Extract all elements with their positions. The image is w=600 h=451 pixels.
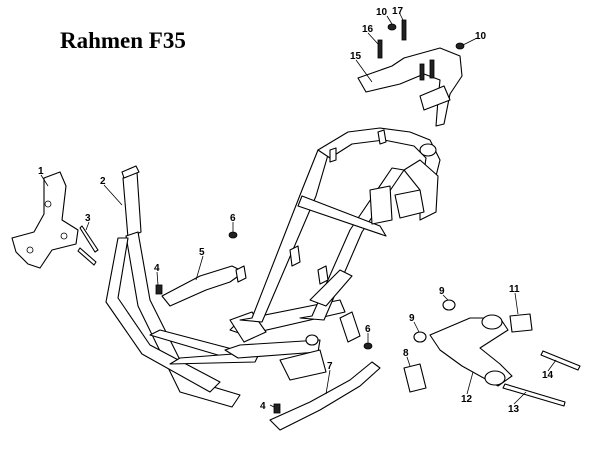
rear-carrier	[357, 47, 463, 127]
callout-6b: 6	[365, 324, 371, 335]
callout-10b: 10	[475, 31, 487, 42]
long-bolt-14	[540, 350, 581, 371]
callout-5: 5	[199, 247, 205, 258]
callout-9a: 9	[439, 286, 445, 297]
callout-14: 14	[542, 370, 554, 381]
washer-9b	[413, 331, 427, 343]
nut-10b	[455, 42, 465, 50]
callout-7: 7	[327, 361, 333, 372]
washer-9a	[442, 299, 456, 311]
nut-10a	[387, 23, 397, 31]
swing-arm	[429, 314, 513, 387]
bolt-4a	[155, 284, 163, 295]
bushing	[509, 313, 533, 333]
callout-13: 13	[508, 404, 520, 415]
leader-lines	[40, 13, 557, 408]
callout-2: 2	[100, 176, 106, 187]
long-bolt-13	[502, 383, 566, 407]
callout-4a: 4	[154, 263, 160, 274]
callout-12: 12	[461, 394, 473, 405]
callout-15: 15	[350, 51, 362, 62]
callout-1: 1	[38, 166, 44, 177]
front-bracket	[11, 171, 79, 269]
nut-6a	[228, 231, 238, 239]
callout-3: 3	[85, 213, 91, 224]
callout-17: 17	[392, 6, 404, 17]
callout-8: 8	[403, 348, 409, 359]
side-bracket-left	[161, 265, 247, 307]
callout-16: 16	[362, 24, 374, 35]
bolts-3	[77, 225, 99, 266]
bolt-16	[377, 39, 383, 59]
bolt-4b	[273, 403, 281, 414]
side-bracket-right	[269, 361, 381, 431]
nut-6b	[363, 342, 373, 350]
rubber-block	[403, 363, 427, 393]
main-frame	[105, 127, 441, 408]
callout-9b: 9	[409, 313, 415, 324]
callout-4b: 4	[260, 401, 266, 412]
bolt-17	[401, 19, 407, 41]
diagram-title: Rahmen F35	[60, 28, 186, 53]
callout-10a: 10	[376, 7, 388, 18]
callout-6a: 6	[230, 213, 236, 224]
callout-11: 11	[509, 284, 520, 295]
